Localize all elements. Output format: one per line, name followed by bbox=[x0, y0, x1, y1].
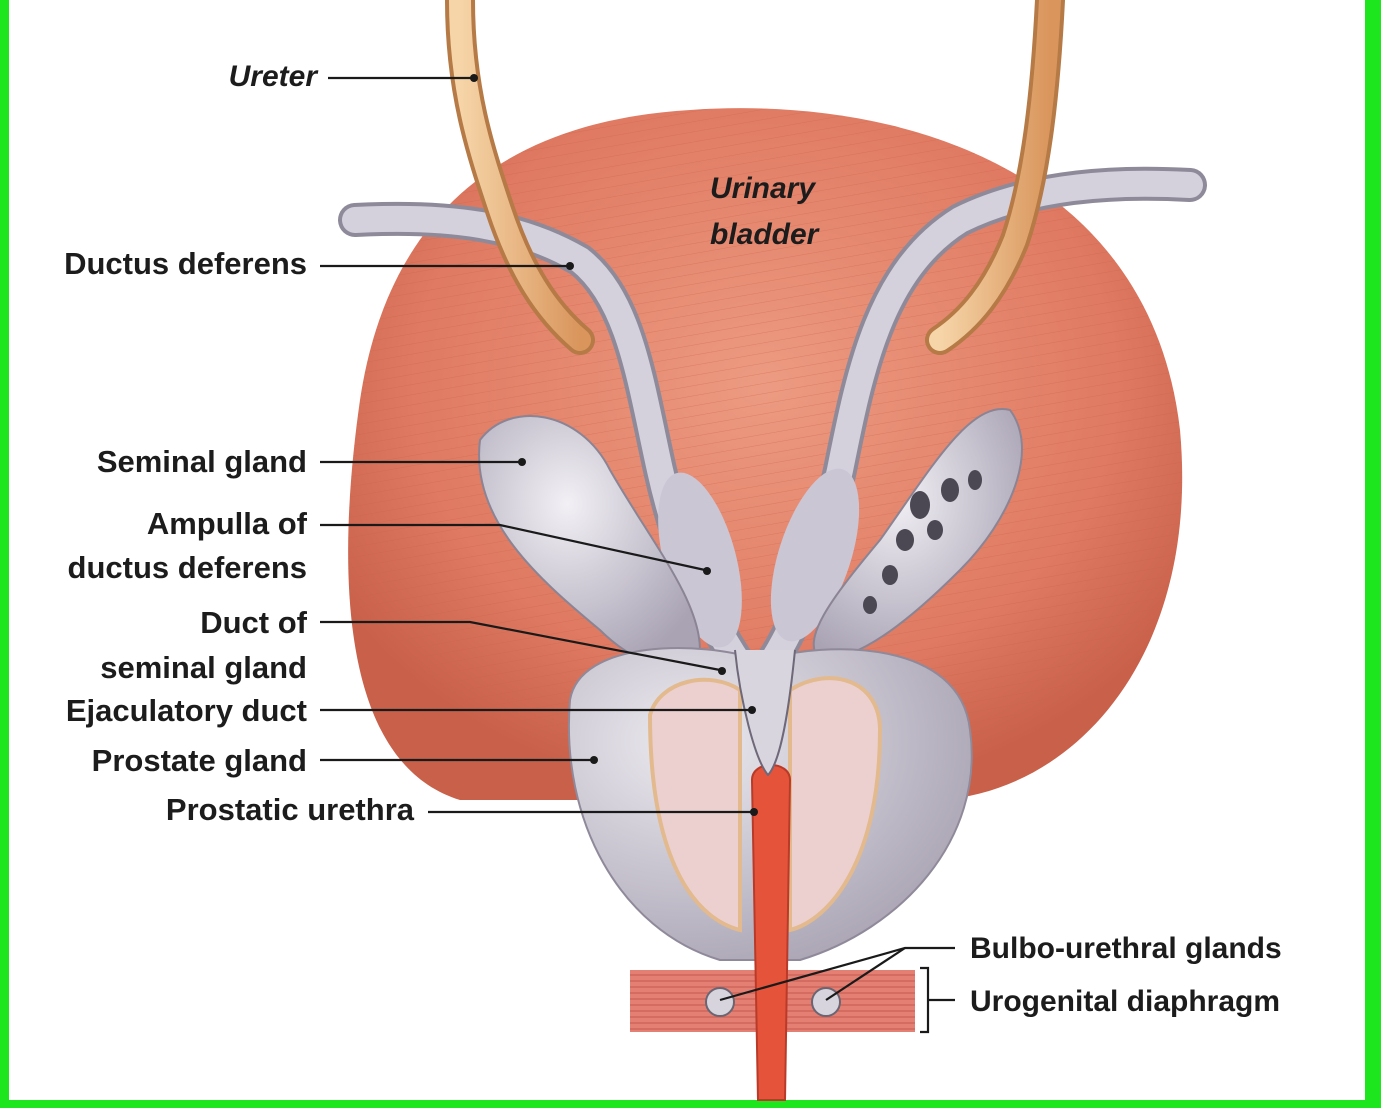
label-duct-seminal-1: Duct of bbox=[200, 605, 307, 640]
label-ejaculatory-duct: Ejaculatory duct bbox=[66, 693, 307, 728]
label-seminal-gland: Seminal gland bbox=[97, 444, 307, 479]
label-prostate-gland: Prostate gland bbox=[92, 743, 307, 778]
label-duct-seminal-2: seminal gland bbox=[100, 650, 307, 685]
label-prostatic-urethra: Prostatic urethra bbox=[166, 792, 415, 827]
label-ureter: Ureter bbox=[229, 60, 320, 93]
label-urinary-bladder-1: Urinary bbox=[710, 172, 816, 205]
label-bulbo-urethral-glands: Bulbo-urethral glands bbox=[970, 932, 1282, 965]
label-ampulla-2: ductus deferens bbox=[68, 550, 307, 585]
label-urinary-bladder-2: bladder bbox=[710, 218, 821, 251]
label-ductus-deferens: Ductus deferens bbox=[64, 246, 307, 281]
label-urogenital-diaphragm: Urogenital diaphragm bbox=[970, 985, 1280, 1018]
label-ampulla-1: Ampulla of bbox=[147, 506, 308, 541]
